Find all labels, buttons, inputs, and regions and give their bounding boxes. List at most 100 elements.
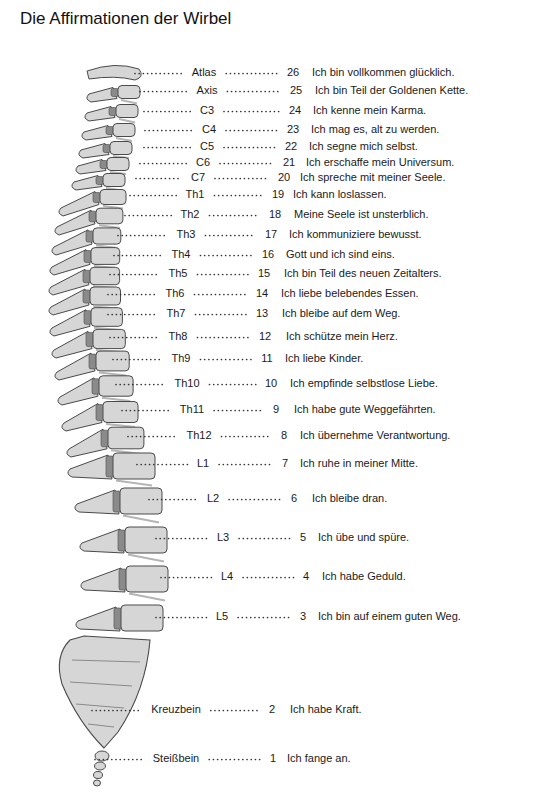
affirmation-text: Meine Seele ist unsterblich. bbox=[294, 208, 429, 221]
spinous-process bbox=[80, 529, 124, 553]
affirmation-text: Ich bin Teil der Goldenen Kette. bbox=[315, 84, 468, 97]
leader-dots bbox=[226, 130, 278, 132]
vertebral-body bbox=[99, 376, 133, 396]
intervertebral-disc bbox=[121, 100, 137, 104]
vertebral-body bbox=[110, 142, 132, 155]
vertebral-body bbox=[125, 527, 167, 553]
vertebra-name: Th10 bbox=[174, 377, 199, 390]
intervertebral-disc bbox=[128, 555, 164, 562]
callout-number: 13 bbox=[256, 307, 268, 320]
affirmation-text: Ich habe Geduld. bbox=[322, 570, 406, 583]
vertebra-name: Atlas bbox=[192, 66, 216, 79]
sacrum-ridge bbox=[88, 724, 114, 727]
intervertebral-disc bbox=[102, 398, 130, 401]
sacrum-ridge bbox=[72, 660, 140, 662]
affirmation-text: Ich liebe Kinder. bbox=[285, 352, 363, 365]
vertebral-body bbox=[107, 158, 129, 171]
leader-dots bbox=[211, 710, 260, 712]
affirmation-text: Ich spreche mit meiner Seele. bbox=[300, 171, 446, 184]
affirmation-text: Ich liebe belebendes Essen. bbox=[281, 287, 419, 300]
leader-dots bbox=[224, 111, 280, 113]
vertebra-name: L1 bbox=[197, 457, 209, 470]
vertebra-name: L3 bbox=[217, 531, 229, 544]
vertebral-body bbox=[113, 124, 135, 137]
affirmation-text: Ich kommuniziere bewusst. bbox=[289, 228, 422, 241]
leader-dots bbox=[140, 91, 188, 93]
leader-dots bbox=[243, 577, 294, 579]
leader-dots bbox=[209, 759, 261, 761]
vertebral-body bbox=[96, 208, 123, 224]
leader-dots bbox=[197, 274, 248, 276]
affirmation-text: Ich bin auf einem guten Weg. bbox=[318, 610, 461, 623]
vertebral-body bbox=[90, 267, 120, 284]
intervertebral-disc bbox=[116, 481, 152, 486]
leader-dots bbox=[128, 436, 177, 438]
leader-dots bbox=[114, 255, 163, 257]
intervertebral-disc bbox=[129, 594, 165, 601]
vertebra-name: Th11 bbox=[180, 403, 204, 416]
callout-number: 26 bbox=[287, 66, 299, 79]
leader-dots bbox=[108, 294, 157, 296]
coccyx-segment bbox=[94, 772, 103, 779]
leader-dots bbox=[215, 178, 269, 180]
leader-dots bbox=[137, 464, 188, 466]
callout-number: 25 bbox=[290, 84, 302, 97]
callout-number: 6 bbox=[291, 492, 297, 505]
leader-dots bbox=[145, 130, 193, 132]
affirmation-text: Ich erschaffe mein Universum. bbox=[306, 156, 454, 169]
leader-dots bbox=[200, 359, 252, 361]
affirmation-text: Ich mag es, alt zu werden. bbox=[311, 123, 439, 136]
callout-number: 8 bbox=[281, 429, 287, 442]
leader-dots bbox=[238, 617, 291, 619]
affirmation-text: Ich übernehme Verantwortung. bbox=[300, 429, 450, 442]
callout-number: 24 bbox=[289, 104, 301, 117]
intervertebral-disc bbox=[116, 138, 132, 141]
vertebra-name: Th12 bbox=[186, 429, 211, 442]
vertebral-body bbox=[91, 248, 120, 265]
vertebra-name: L5 bbox=[216, 610, 228, 623]
callout-number: 21 bbox=[283, 156, 295, 169]
vertebral-body bbox=[121, 605, 163, 631]
sacrum-ridge bbox=[76, 704, 124, 708]
leader-dots bbox=[144, 147, 191, 149]
leader-dots bbox=[226, 73, 278, 75]
callout-number: 1 bbox=[270, 752, 276, 765]
leader-dots bbox=[239, 538, 291, 540]
diagram-title: Die Affirmationen der Wirbel bbox=[20, 9, 520, 29]
intervertebral-disc bbox=[106, 424, 135, 427]
affirmation-text: Ich bleibe dran. bbox=[312, 492, 387, 505]
leader-dots bbox=[118, 235, 168, 237]
affirmation-text: Ich kenne mein Karma. bbox=[313, 104, 426, 117]
leader-dots bbox=[224, 147, 276, 149]
leader-dots bbox=[194, 294, 246, 296]
callout-number: 18 bbox=[269, 208, 281, 221]
vertebral-body bbox=[103, 402, 138, 423]
coccyx-segment bbox=[95, 762, 106, 770]
vertebra-name: Th1 bbox=[186, 188, 205, 201]
vertebra-name: L2 bbox=[207, 492, 219, 505]
callout-number: 11 bbox=[261, 352, 272, 365]
leader-dots bbox=[219, 464, 273, 466]
affirmation-text: Ich habe Kraft. bbox=[290, 703, 362, 716]
leader-dots bbox=[222, 436, 272, 438]
leader-dots bbox=[200, 255, 252, 257]
vertebral-body bbox=[116, 105, 138, 118]
vertebral-body bbox=[118, 86, 140, 99]
leader-dots bbox=[122, 410, 171, 412]
leader-dots bbox=[205, 235, 255, 237]
vertebra-name: Th2 bbox=[181, 208, 200, 221]
callout-number: 16 bbox=[262, 248, 274, 261]
callout-number: 14 bbox=[256, 287, 268, 300]
leader-dots bbox=[220, 163, 274, 165]
leader-dots bbox=[197, 337, 249, 339]
affirmation-text: Ich bin vollkommen glücklich. bbox=[312, 66, 454, 79]
affirmation-text: Ich fange an. bbox=[287, 752, 351, 765]
vertebra-name: C5 bbox=[200, 140, 214, 153]
vertebral-body bbox=[96, 351, 129, 371]
callout-number: 19 bbox=[272, 188, 284, 201]
vertebra-name: Th8 bbox=[169, 330, 188, 343]
vertebral-body bbox=[93, 329, 125, 348]
leader-dots bbox=[149, 499, 198, 501]
vertebra-name: C6 bbox=[196, 156, 210, 169]
leader-dots bbox=[110, 274, 160, 276]
